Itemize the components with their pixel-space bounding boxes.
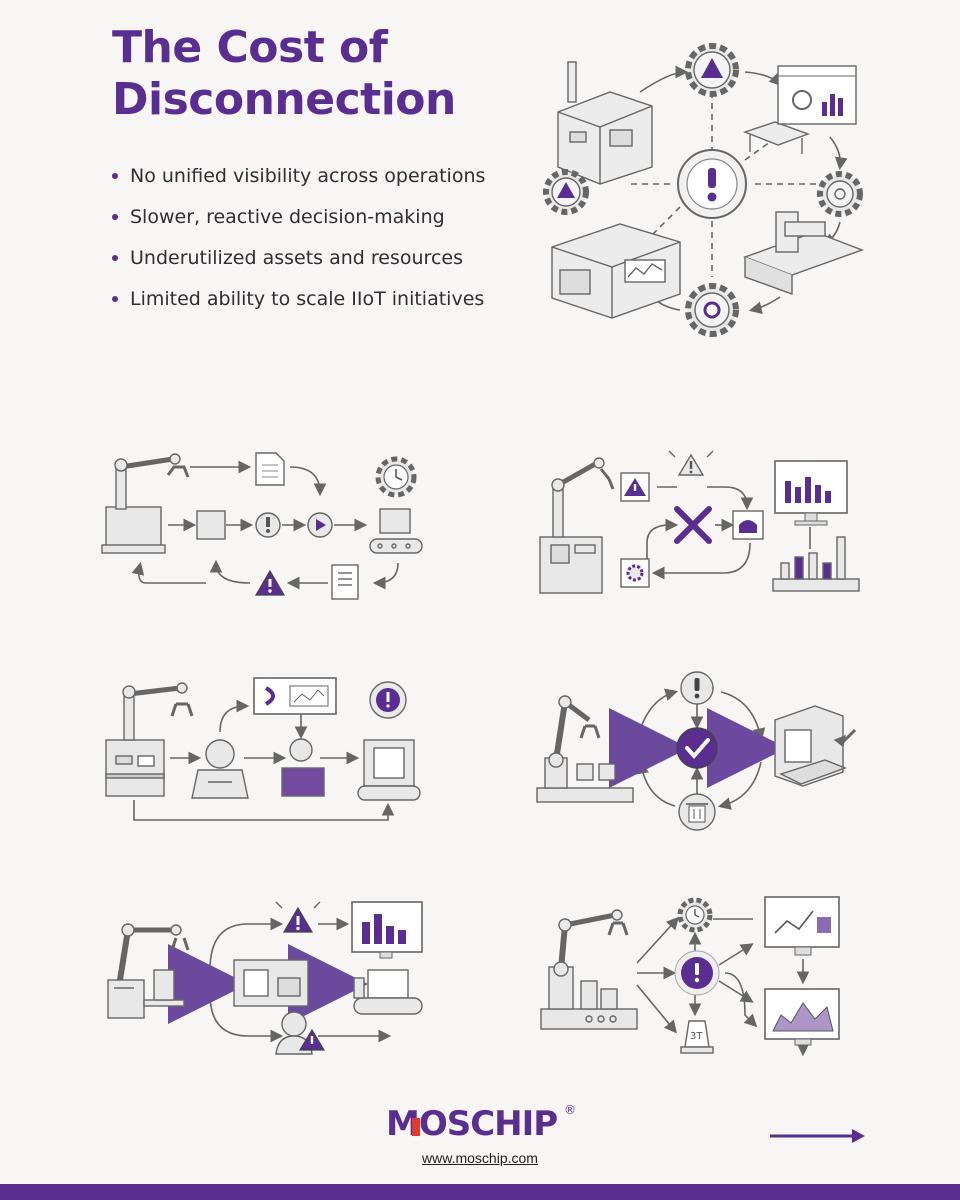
conveyor-icon <box>742 121 811 154</box>
warning-icon <box>254 569 286 596</box>
operator-alert-icon <box>275 1011 326 1055</box>
robot-arm-icon <box>539 457 615 594</box>
bullet-item: Limited ability to scale IIoT initiative… <box>112 278 485 319</box>
line-chart-monitor-icon <box>764 896 840 956</box>
bullet-item: No unified visibility across operations <box>112 155 485 196</box>
moschip-logo: MOSCHIP ® <box>386 1103 576 1144</box>
beacon-icon: 3T <box>680 1020 714 1054</box>
alert-circle-icon <box>674 950 720 996</box>
alert-circle-icon <box>255 512 281 538</box>
packaging-machine-icon <box>774 705 857 787</box>
dashboard-window-icon <box>777 65 857 125</box>
title-line-2: Disconnection <box>112 74 456 125</box>
gear-icon <box>685 283 739 337</box>
bullet-dot <box>112 172 118 179</box>
control-panel-machine-icon <box>551 223 681 319</box>
warning-icon <box>275 901 321 933</box>
warning-gear-icon <box>543 169 589 215</box>
server-icon <box>331 564 359 600</box>
robot-conveyor-icon <box>742 211 865 295</box>
robot-arm-icon <box>536 695 634 803</box>
monitor-chart-icon <box>351 901 423 959</box>
alarm-bell-icon <box>732 510 764 540</box>
check-circle-icon <box>676 727 718 769</box>
logo-text: MOSCHIP <box>386 1104 557 1144</box>
robot-quality-check-illustration <box>536 671 857 831</box>
robot-routing-illustration <box>107 901 423 1055</box>
robot-dashboard-network-illustration: 3T <box>540 896 840 1057</box>
play-circle-icon <box>307 512 333 538</box>
clock-gear-icon <box>375 456 417 498</box>
error-cross-icon <box>674 506 712 544</box>
bar-chart-base-icon <box>772 536 860 592</box>
gear-icon <box>817 171 863 217</box>
beacon-label: 3T <box>690 1031 703 1042</box>
factory-machine-icon <box>557 61 653 185</box>
robot-arm-icon <box>540 909 638 1030</box>
warning-gear-icon <box>685 43 739 97</box>
robot-arm-icon <box>107 923 190 1019</box>
robot-alert-monitor-illustration <box>539 450 860 594</box>
bullet-text: Limited ability to scale IIoT initiative… <box>130 287 485 310</box>
arrow-right-icon[interactable] <box>770 1126 866 1146</box>
disconnected-factory-illustration <box>543 43 865 337</box>
computer-terminal-icon <box>353 969 423 1015</box>
bullet-text: No unified visibility across operations <box>130 164 486 187</box>
registered-mark: ® <box>564 1103 576 1117</box>
alert-circle-icon <box>680 671 714 705</box>
processing-unit-icon <box>281 738 325 797</box>
warning-icon <box>620 472 650 502</box>
sorting-machine-icon <box>233 959 309 1007</box>
footer-bar <box>0 1184 960 1200</box>
warning-icon <box>668 450 714 476</box>
bullet-item: Slower, reactive decision-making <box>112 196 485 237</box>
bullet-dot <box>112 213 118 220</box>
gear-icon <box>677 897 713 933</box>
robot-workflow-loop-illustration <box>101 452 423 600</box>
bullet-text: Underutilized assets and resources <box>130 246 463 269</box>
robot-arm-icon <box>101 453 190 554</box>
cost-bullet-list: No unified visibility across operations … <box>112 155 485 319</box>
bullet-text: Slower, reactive decision-making <box>130 205 445 228</box>
trash-icon <box>678 793 716 831</box>
title-line-1: The Cost of <box>112 22 388 73</box>
conveyor-machine-icon <box>369 508 423 554</box>
process-box-icon <box>196 510 226 540</box>
central-alert-icon <box>677 149 747 219</box>
area-chart-monitor-icon <box>764 988 840 1046</box>
sensor-station-icon <box>191 739 249 799</box>
bullet-item: Underutilized assets and resources <box>112 237 485 278</box>
robot-arm-icon <box>105 682 194 797</box>
alert-badge-icon <box>369 681 407 719</box>
bullet-dot <box>112 254 118 261</box>
monitor-chart-icon <box>774 460 848 526</box>
robot-production-line-illustration <box>105 677 421 821</box>
gear-icon <box>620 558 650 588</box>
page-title: The Cost of Disconnection <box>112 22 456 126</box>
bullet-dot <box>112 295 118 302</box>
press-machine-icon <box>357 739 421 801</box>
dashboard-screen-icon <box>253 677 337 715</box>
website-link[interactable]: www.moschip.com <box>422 1150 538 1166</box>
logo-accent-mark <box>412 1118 420 1136</box>
document-icon <box>255 452 285 486</box>
